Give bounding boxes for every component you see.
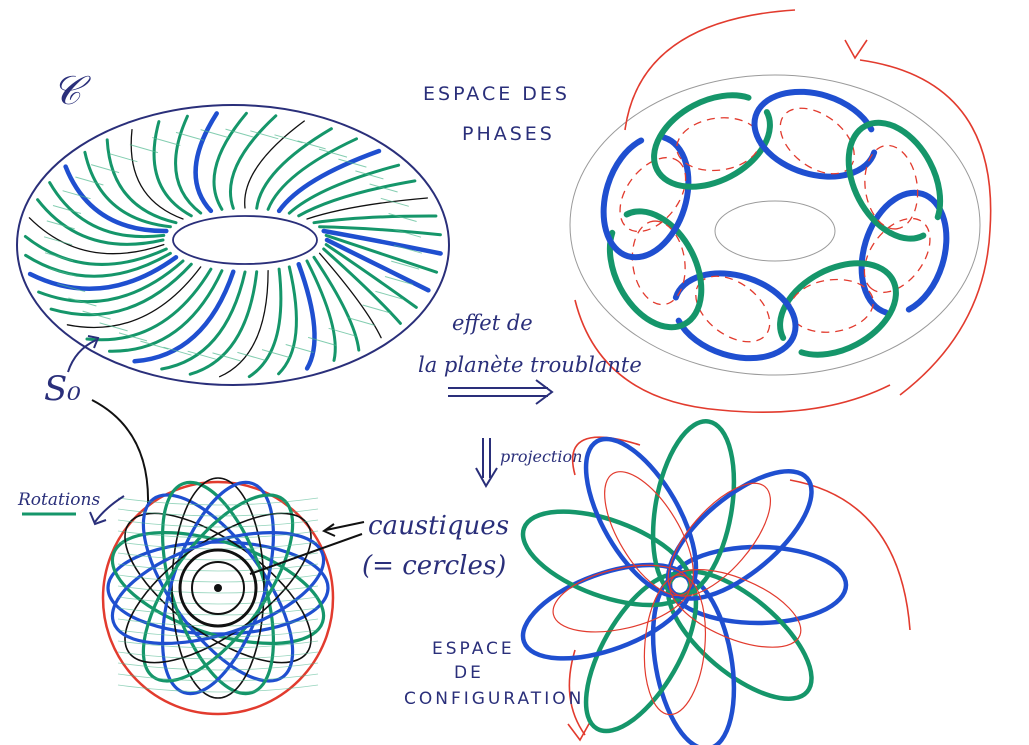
effect-arrowhead bbox=[536, 380, 552, 404]
section-center-point bbox=[214, 584, 222, 592]
torus-flow-stroke bbox=[154, 122, 191, 216]
torus-hatch-line bbox=[152, 138, 180, 146]
config-red-arc bbox=[573, 437, 640, 475]
phase-guide-hole bbox=[715, 201, 835, 261]
phase-space-title-line1: ESPACE DES bbox=[423, 83, 570, 105]
torus-hatch-line bbox=[75, 177, 103, 185]
config-space-title-line3: CONFIGURATION bbox=[404, 689, 584, 709]
section-disk bbox=[99, 469, 337, 714]
torus-hatch-line bbox=[286, 345, 314, 353]
torus-hatch-line bbox=[237, 352, 265, 360]
torus-flow-stroke bbox=[196, 113, 217, 210]
caustics-label-line2: (= cercles) bbox=[362, 551, 506, 581]
projection-arrowhead bbox=[476, 468, 497, 486]
torus-hatch-line bbox=[49, 269, 77, 277]
config-space-title-line1: ESPACE bbox=[432, 639, 515, 659]
section-disk-hatch bbox=[118, 509, 318, 516]
effect-label-line2: la planète troublante bbox=[418, 353, 642, 377]
torus-flow-stroke bbox=[230, 116, 275, 209]
projection-label: projection bbox=[500, 447, 582, 466]
torus bbox=[17, 105, 449, 385]
torus-hatch-line bbox=[44, 237, 72, 245]
section-label-s0: S₀ bbox=[44, 369, 81, 409]
effect-label-line1: effet de bbox=[452, 311, 533, 335]
config-space-title-line2: DE bbox=[454, 663, 484, 683]
s0-to-section-line bbox=[92, 400, 148, 505]
torus-hatch-line bbox=[262, 350, 290, 358]
torus-flow-stroke bbox=[87, 269, 211, 340]
torus-flow-stroke bbox=[162, 272, 245, 369]
torus-hole bbox=[173, 216, 317, 264]
torus-hatch-line bbox=[109, 154, 137, 162]
torus-flow-stroke bbox=[289, 165, 398, 213]
torus-flow-stroke bbox=[314, 257, 359, 350]
torus-symbol: 𝒞 bbox=[52, 68, 91, 114]
phase-loop bbox=[639, 77, 786, 206]
rotations-label: Rotations bbox=[17, 490, 100, 510]
torus-flow-stroke bbox=[299, 264, 315, 368]
torus-hatch-line bbox=[91, 165, 119, 173]
phase-space-knot bbox=[570, 10, 991, 412]
phase-loop bbox=[664, 259, 806, 372]
phase-red-arrowhead bbox=[845, 40, 867, 58]
phase-space-title-line2: PHASES bbox=[462, 123, 555, 145]
section-disk-hatch bbox=[118, 597, 318, 604]
section-disk-hatch bbox=[118, 531, 318, 538]
phase-loop bbox=[744, 78, 886, 191]
phase-guide-ellipse bbox=[570, 75, 980, 375]
phase-loop bbox=[591, 196, 720, 343]
phase-loop bbox=[765, 245, 912, 374]
torus-flow-stroke bbox=[314, 216, 436, 223]
torus-hatch-line bbox=[45, 253, 73, 261]
section-disk-hatch bbox=[118, 575, 318, 582]
config-petal bbox=[648, 449, 832, 620]
torus-flow-stroke bbox=[299, 181, 415, 216]
phase-loop bbox=[830, 107, 959, 254]
caustics-label-line1: caustiques bbox=[368, 511, 509, 541]
